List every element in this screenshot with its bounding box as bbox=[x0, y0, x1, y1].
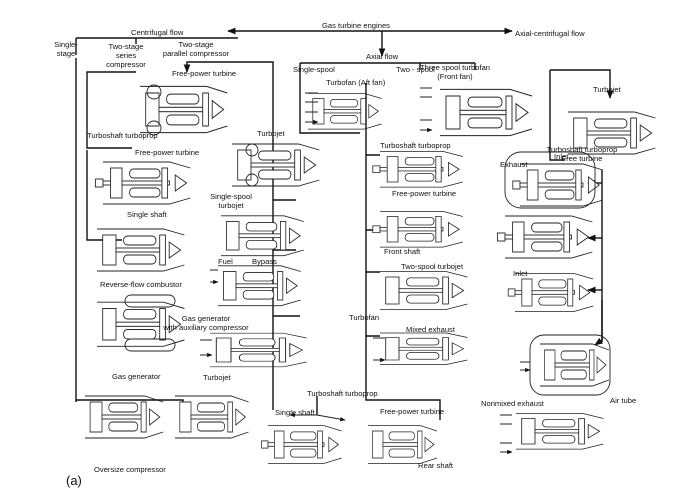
label-line: Gas generator bbox=[182, 314, 231, 323]
engine-free-power-turbine-centrifugal bbox=[139, 84, 228, 136]
engine-air-tube-turboprop bbox=[520, 334, 611, 396]
turboshaft-turboprop-bottom-label: Turboshaft turboprop bbox=[307, 389, 378, 398]
exhaust-label: Exhaust bbox=[500, 160, 528, 169]
engine-turboshaft-free-power-turbine bbox=[94, 161, 191, 205]
turbojet-label: Turbojet bbox=[257, 129, 285, 138]
root-label: Gas turbine engines bbox=[322, 21, 390, 30]
engine-two-spool-turbojet bbox=[379, 271, 468, 310]
label-line: (Front fan) bbox=[437, 72, 473, 81]
turbofan-label: Turbofan bbox=[349, 313, 379, 322]
three-spool-turbofan-label: Three spool turbofan(Front fan) bbox=[420, 63, 490, 81]
label-line: Three spool turbofan bbox=[420, 63, 490, 72]
gas-generator-label: Gas generator bbox=[112, 372, 161, 381]
label-line: series bbox=[116, 51, 136, 60]
engine-gas-generator-aux-compressor bbox=[200, 332, 308, 368]
engine-single-shaft-centrifugal bbox=[96, 228, 185, 272]
engine-gas-generator-oversize bbox=[84, 395, 164, 439]
axial-single-shaft-label: Single shaft bbox=[275, 408, 316, 417]
axial-centrifugal-flow-label: Axial-centrifugal flow bbox=[515, 29, 585, 38]
free-power-turbine-bottom-label: Free-power turbine bbox=[380, 407, 444, 416]
connector-lines bbox=[75, 27, 614, 422]
label-line: Two-stage bbox=[108, 42, 143, 51]
turbofan-aft-fan-label: Turbofan (Aft fan) bbox=[326, 78, 386, 87]
label-line: Turboshaft turboprop bbox=[547, 145, 618, 154]
engine-reverse-flow-combustor bbox=[96, 294, 185, 352]
engine-mixed-exhaust-turbofan bbox=[373, 332, 468, 365]
bypass-label: Bypass bbox=[252, 257, 277, 266]
turboshaft-turboprop-label: Turboshaft turboprop bbox=[87, 131, 158, 140]
front-shaft-label: Front shaft bbox=[384, 247, 421, 256]
engine-nonmixed-exhaust-turbofan bbox=[500, 412, 604, 452]
label-line: Single- bbox=[54, 40, 78, 49]
engine-turbofan-aft-fan bbox=[305, 92, 382, 130]
engine-bypass-turbojet bbox=[210, 265, 302, 307]
engine-axial-free-power-turbine bbox=[372, 210, 464, 248]
engine-three-spool-turbofan bbox=[420, 87, 533, 137]
engine-axial-single-shaft-turboprop bbox=[261, 425, 343, 464]
engine-axial-centrifugal-middle bbox=[496, 215, 593, 259]
centrifugal-flow-label: Centrifugal flow bbox=[131, 28, 184, 37]
two-spool-turbojet-label: Two-spool turbojet bbox=[401, 262, 464, 271]
label-line: stage bbox=[57, 49, 76, 58]
air-tube-label: Air tube bbox=[610, 396, 636, 405]
oversize-compressor-label: Oversize compressor bbox=[94, 465, 166, 474]
engine-axial-turboshaft bbox=[372, 150, 464, 188]
single-stage-label: Single-stage bbox=[54, 40, 78, 58]
label-line: turbojet bbox=[218, 201, 244, 210]
label-line: with auxiliary compressor bbox=[162, 323, 249, 332]
engine-axial-centrifugal-lower bbox=[507, 273, 594, 312]
engine-turbojet-double-entry bbox=[231, 143, 320, 187]
engine-free-turbine-turboprop-reverse bbox=[504, 151, 604, 209]
free-power-turbine-label: Free-power turbine bbox=[135, 148, 199, 157]
label-line: Two-stage bbox=[178, 40, 213, 49]
nonmixed-exhaust-label: Nonmixed exhaust bbox=[481, 399, 545, 408]
label-line: compressor bbox=[106, 60, 146, 69]
two-spool-label: Two - spool bbox=[396, 65, 435, 74]
labels: Gas turbine engines Centrifugal flow Axi… bbox=[54, 21, 636, 488]
label-line: Free turbine bbox=[562, 154, 603, 163]
inlet-mid-label: Inlet bbox=[513, 269, 528, 278]
axial-turboshaft-turboprop-label: Turboshaft turboprop bbox=[380, 141, 451, 150]
figure-label: (a) bbox=[66, 473, 82, 488]
axial-free-power-turbine-label: Free-power turbine bbox=[392, 189, 456, 198]
axial-centrifugal-turbojet-label: Turbojet bbox=[593, 85, 621, 94]
turbojet-bottom-label: Turbojet bbox=[203, 373, 231, 382]
engine-turbojet-bottom bbox=[174, 395, 250, 439]
single-spool-label: Single-spool bbox=[293, 65, 335, 74]
inlet-top-label: Inlet bbox=[554, 152, 569, 161]
single-shaft-label: Single shaft bbox=[127, 210, 168, 219]
axial-flow-label: Axial flow bbox=[366, 52, 399, 61]
reverse-flow-combustor-label: Reverse-flow combustor bbox=[100, 280, 182, 289]
engine-axial-free-power-turbine-rear-shaft bbox=[367, 425, 438, 464]
mixed-exhaust-label: Mixed exhaust bbox=[406, 325, 456, 334]
fuel-label: Fuel bbox=[218, 257, 233, 266]
rear-shaft-label: Rear shaft bbox=[418, 461, 454, 470]
free-power-turbine-top-label: Free-power turbine bbox=[172, 69, 236, 78]
label-line: parallel compressor bbox=[163, 49, 230, 58]
label-line: Single-spool bbox=[210, 192, 252, 201]
